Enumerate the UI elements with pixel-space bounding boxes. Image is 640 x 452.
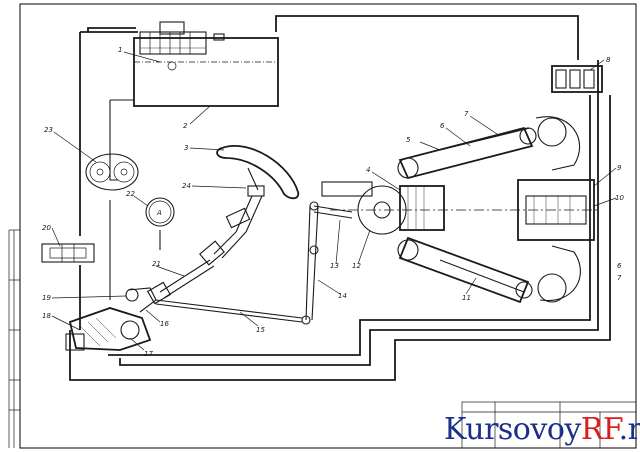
cardan-shaft: [146, 259, 215, 305]
callout-3: 3: [184, 144, 188, 152]
filter-valve: [41, 243, 95, 263]
callout-2: 2: [183, 122, 188, 130]
callout-22: 22: [126, 190, 135, 198]
upper-cylinder: [397, 116, 581, 180]
callout-numbers: 1 2 3 4 5 6 7 8 9 10 6 7 11 12 13 14 15 …: [42, 46, 624, 358]
callout-13: 13: [330, 262, 339, 270]
tank-assembly: [133, 21, 279, 107]
drag-link: [155, 299, 311, 325]
rotary-valve: [321, 181, 600, 235]
callout-8: 8: [606, 56, 611, 64]
distributor-block: [517, 65, 603, 241]
watermark-part2: RF: [580, 412, 619, 447]
callout-24: 24: [182, 182, 191, 190]
callout-19: 19: [42, 294, 51, 302]
callout-21: 21: [152, 260, 161, 268]
steering-gear: [65, 287, 157, 351]
leader-lines: [51, 51, 617, 351]
gauge-letter: A: [156, 209, 162, 217]
pressure-gauge: A: [145, 197, 175, 227]
callout-20: 20: [42, 224, 51, 232]
callout-7-upper: 7: [464, 110, 469, 118]
callout-1: 1: [118, 46, 122, 54]
callout-7-lower: 7: [617, 274, 622, 282]
callout-15: 15: [256, 326, 265, 334]
callout-16: 16: [160, 320, 169, 328]
callout-6-lower: 6: [617, 262, 622, 270]
callout-11: 11: [462, 294, 471, 302]
gear-pump: [85, 153, 139, 191]
lower-cylinder: [397, 236, 581, 304]
watermark-part3: .ru: [618, 412, 640, 447]
callout-5: 5: [406, 136, 411, 144]
callout-10: 10: [615, 194, 624, 202]
callout-17: 17: [144, 350, 153, 358]
callout-23: 23: [44, 126, 53, 134]
watermark-part1: Kursovoy: [444, 412, 581, 447]
callout-12: 12: [352, 262, 361, 270]
callout-18: 18: [42, 312, 51, 320]
watermark-logo: KursovoyRF.ru: [444, 412, 640, 448]
pitman-lever: [305, 201, 353, 321]
callout-6-upper: 6: [440, 122, 445, 130]
title-block: [461, 401, 637, 449]
callout-4: 4: [366, 166, 370, 174]
callout-9: 9: [617, 164, 622, 172]
steering-wheel: [199, 145, 300, 266]
drawing-frame: [19, 3, 637, 449]
hydraulic-lines: [69, 15, 611, 381]
callout-14: 14: [338, 292, 347, 300]
